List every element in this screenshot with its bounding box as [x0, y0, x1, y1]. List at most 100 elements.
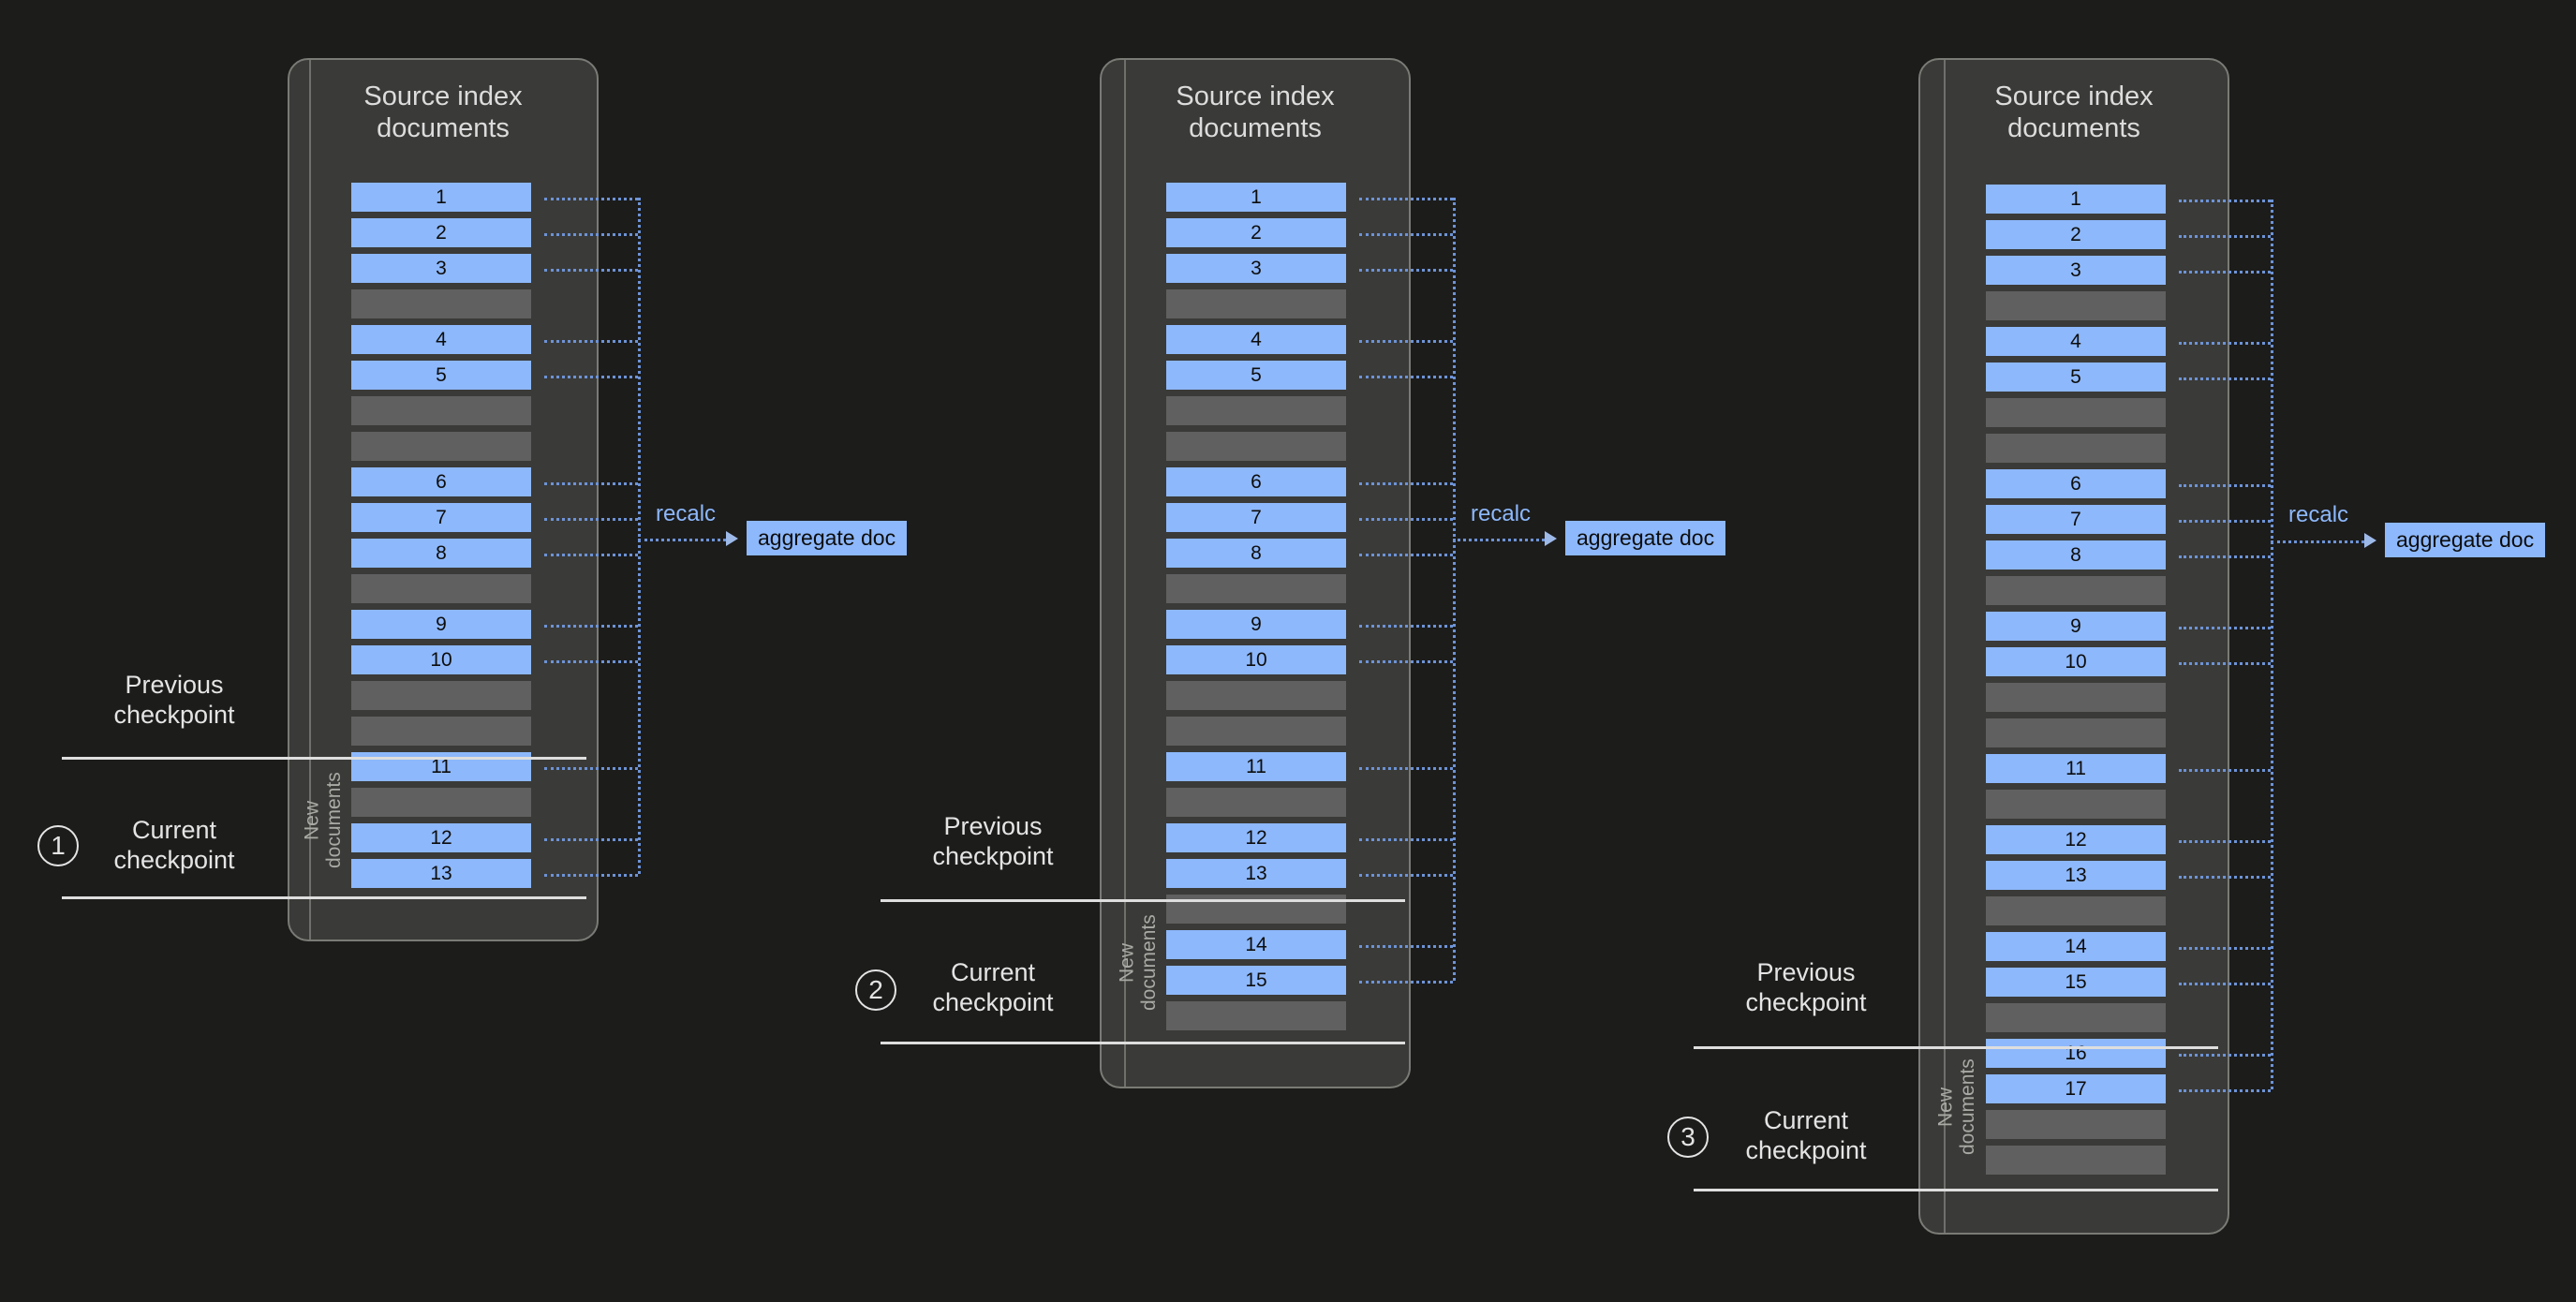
document-row: 2: [1986, 220, 2166, 249]
current-checkpoint-rule: [62, 896, 586, 899]
aggregation-bus-line: [2271, 199, 2273, 1089]
empty-row: [1986, 398, 2166, 427]
row-connector-line: [1359, 837, 1453, 841]
document-row: 12: [1166, 823, 1346, 852]
empty-row: [351, 396, 531, 425]
document-row: 9: [351, 610, 531, 639]
empty-row: [351, 432, 531, 461]
row-connector-line: [2179, 626, 2271, 629]
row-connector-line: [544, 659, 638, 663]
document-row: 13: [1166, 859, 1346, 888]
row-connector-line: [2179, 768, 2271, 772]
empty-row: [1986, 718, 2166, 747]
document-row: 1: [351, 183, 531, 212]
document-row: 9: [1166, 610, 1346, 639]
row-connector-line: [544, 375, 638, 378]
document-row: 2: [351, 218, 531, 247]
document-row: 10: [1986, 647, 2166, 676]
row-connector-line: [544, 624, 638, 628]
document-row: 4: [351, 325, 531, 354]
row-connector-line: [1359, 980, 1453, 984]
panel-column-separator: [1124, 60, 1126, 1087]
row-connector-line: [1359, 481, 1453, 485]
document-row: 6: [1166, 467, 1346, 496]
aggregate-doc-box: aggregate doc: [2385, 523, 2546, 557]
row-connector-line: [544, 339, 638, 343]
empty-row: [1986, 291, 2166, 320]
document-row: 12: [1986, 825, 2166, 854]
empty-row: [1986, 434, 2166, 463]
recalc-arrow-line: [638, 539, 726, 541]
empty-row: [1166, 432, 1346, 461]
document-row: 13: [1986, 861, 2166, 890]
row-connector-line: [1359, 553, 1453, 556]
previous-checkpoint-rule: [62, 757, 586, 760]
panel-title: Source index documents: [1176, 81, 1335, 144]
empty-row: [1986, 683, 2166, 712]
panel-3: Source index documents: [1918, 58, 2229, 1235]
row-connector-line: [2179, 875, 2271, 879]
panel-column-separator: [1944, 60, 1946, 1233]
document-row: 13: [351, 859, 531, 888]
recalc-arrow-head: [2364, 533, 2376, 548]
document-row: 3: [1166, 254, 1346, 283]
row-connector-line: [544, 553, 638, 556]
row-connector-line: [544, 517, 638, 521]
empty-row: [351, 574, 531, 603]
row-connector-line: [2179, 1088, 2271, 1092]
row-connector-line: [544, 837, 638, 841]
row-connector-line: [2179, 982, 2271, 985]
row-connector-line: [544, 481, 638, 485]
empty-row: [351, 788, 531, 817]
row-connector-line: [2179, 555, 2271, 558]
previous-checkpoint-label: Previous checkpoint: [113, 671, 235, 730]
row-connector-line: [1359, 197, 1453, 200]
step-number-badge: 2: [855, 969, 896, 1011]
empty-row: [1166, 396, 1346, 425]
empty-row: [351, 717, 531, 746]
row-connector-line: [544, 232, 638, 236]
document-row: 4: [1986, 327, 2166, 356]
recalc-arrow-line: [1453, 539, 1545, 541]
row-connector-line: [1359, 659, 1453, 663]
document-row: 11: [1986, 754, 2166, 783]
row-connector-line: [1359, 873, 1453, 877]
new-documents-band-label: New documents: [1934, 1058, 1978, 1155]
step-number-badge: 1: [37, 825, 79, 866]
document-row: 7: [1986, 505, 2166, 534]
empty-row: [351, 681, 531, 710]
document-row: 8: [351, 539, 531, 568]
empty-row: [1166, 717, 1346, 746]
row-connector-line: [2179, 234, 2271, 238]
row-connector-line: [1359, 624, 1453, 628]
empty-row: [1986, 576, 2166, 605]
row-connector-line: [1359, 232, 1453, 236]
aggregation-bus-line: [1453, 197, 1456, 981]
recalc-arrow-line: [2271, 540, 2364, 543]
document-row: 10: [1166, 645, 1346, 674]
empty-row: [1986, 790, 2166, 819]
previous-checkpoint-label: Previous checkpoint: [932, 812, 1054, 871]
panel-title: Source index documents: [1994, 81, 2154, 144]
empty-row: [1166, 681, 1346, 710]
empty-row: [1166, 289, 1346, 318]
row-connector-line: [544, 197, 638, 200]
row-connector-line: [2179, 946, 2271, 950]
row-connector-line: [544, 873, 638, 877]
recalc-label: recalc: [2288, 502, 2349, 527]
document-row: 15: [1986, 968, 2166, 997]
aggregation-bus-line: [638, 197, 641, 874]
document-row: 14: [1166, 930, 1346, 959]
empty-row: [1986, 1110, 2166, 1139]
row-connector-line: [2179, 270, 2271, 274]
document-row: 8: [1166, 539, 1346, 568]
recalc-label: recalc: [656, 501, 717, 526]
document-row: 7: [351, 503, 531, 532]
row-connector-line: [2179, 483, 2271, 487]
row-connector-line: [2179, 519, 2271, 523]
row-connector-line: [544, 268, 638, 272]
row-connector-line: [2179, 341, 2271, 345]
current-checkpoint-label: Current checkpoint: [932, 958, 1054, 1017]
row-connector-line: [2179, 661, 2271, 665]
recalc-arrow-head: [1545, 531, 1557, 546]
